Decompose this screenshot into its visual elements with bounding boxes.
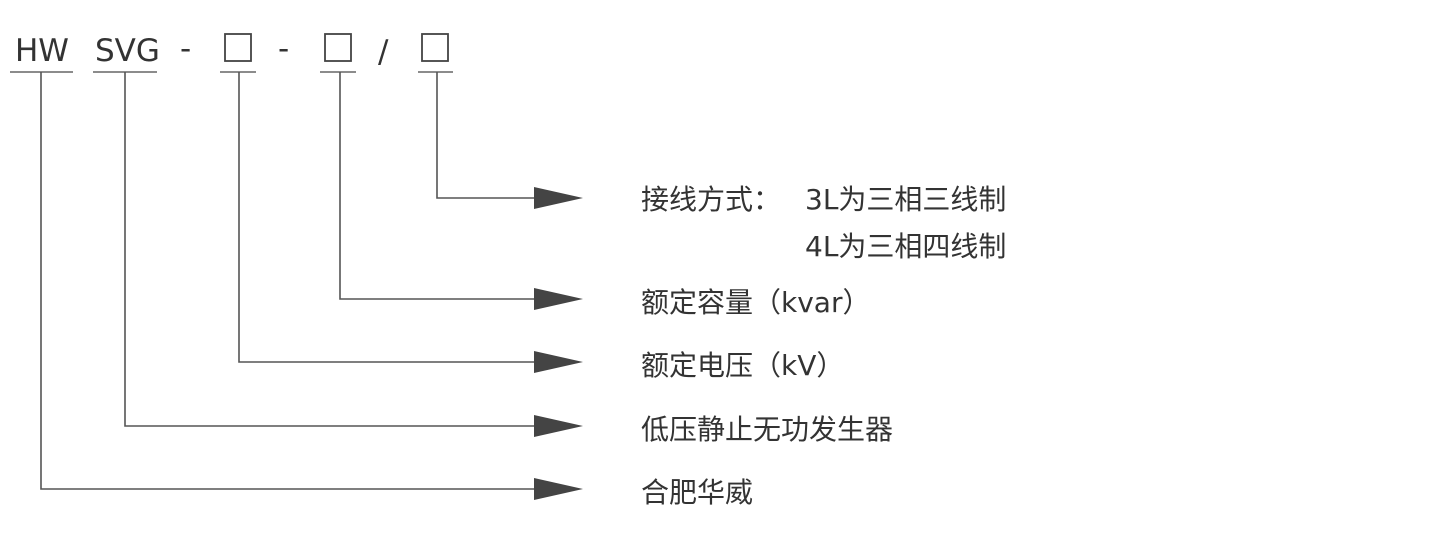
connector-capacity [339,72,540,300]
code-separator-2: - [278,31,289,67]
arrow-voltage-icon [534,351,583,373]
desc-wiring-label: 接线方式： [641,183,781,216]
arrow-wiring-icon [534,187,583,209]
code-separator-1: - [180,31,191,67]
arrow-capacity-icon [534,288,583,310]
connector-company [40,72,540,490]
desc-capacity: 额定容量（kvar） [641,286,870,319]
descriptions: 接线方式： 3L为三相三线制 4L为三相四线制 额定容量（kvar） 额定电压（… [641,183,1006,509]
desc-company: 合肥华威 [641,476,753,509]
code-box-1 [224,33,252,62]
code-brand: HW [15,33,69,69]
connector-wiring [436,72,540,199]
connector-voltage [238,72,540,363]
arrow-company-icon [534,478,583,500]
connector-product [124,72,540,427]
desc-wiring-4l: 4L为三相四线制 [805,230,1006,263]
code-box-2 [324,33,352,62]
desc-product-name: 低压静止无功发生器 [641,413,893,446]
model-code-row: HW SVG - - / [10,31,453,73]
desc-wiring-3l: 3L为三相三线制 [805,183,1006,216]
code-product: SVG [95,33,160,69]
code-separator-3: / [378,34,389,70]
desc-voltage: 额定电压（kV） [641,349,844,382]
code-box-3 [421,33,449,62]
connectors [40,72,583,500]
arrow-product-icon [534,415,583,437]
